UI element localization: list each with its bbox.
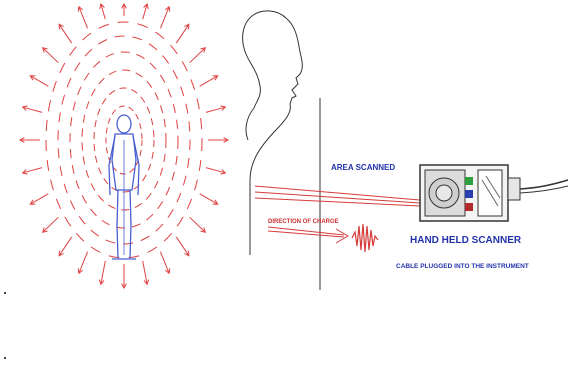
scanner-green-light [465,177,473,185]
figure-left-leg [116,189,119,259]
field-arrow [121,264,127,290]
area-scanned-label: AREA SCANNED [331,163,395,172]
field-arrow [99,2,106,20]
figure-head [116,114,132,134]
field-ring [45,21,203,259]
signal-waveform [351,223,379,253]
scanner-cable [519,179,569,190]
figure-right-leg [129,189,132,259]
field-arrow [205,105,227,113]
field-arrow [199,75,219,87]
scanner-cable-2 [519,185,569,194]
field-arrow [121,2,127,16]
field-arrow [189,47,207,64]
field-arrows [18,2,230,290]
field-arrow [142,2,149,20]
field-arrow [21,105,43,113]
field-arrow [199,193,219,205]
field-arrow [58,23,73,44]
field-arrow [175,236,190,257]
field-arrow [98,260,106,286]
field-arrow [142,260,150,286]
scan-beams [254,185,421,207]
field-arrow [21,167,43,175]
field-arrow [159,5,171,29]
figure-right-arm [132,135,140,196]
scanner-dial-inner [435,184,453,202]
field-arrow [77,251,89,275]
scanner-grip [507,177,521,201]
scanner-red-light [465,203,473,211]
scanner-panel-lines [481,175,501,207]
field-arrow [41,216,59,233]
field-arrow [159,251,171,275]
figure-left-arm [108,135,116,196]
profile-silhouette [242,10,303,255]
stray-dot-1 [4,292,6,294]
scanner-blue-light [465,190,473,198]
hand-held-scanner-label: HAND HELD SCANNER [410,235,522,246]
hand-held-scanner [419,164,521,222]
field-arrow [205,167,227,175]
field-arrow [208,137,230,143]
field-arrow [41,47,59,64]
field-arrow [18,137,40,143]
field-arrow [189,216,207,233]
cable-plugged-label: CABLE PLUGGED INTO THE INSTRUMENT [396,263,529,270]
field-arrow [29,75,49,87]
field-arrow [58,236,73,257]
stray-dot-2 [4,357,6,359]
charge-arrow [267,226,349,244]
field-arrow [29,193,49,205]
field-arrow [175,23,190,44]
direction-of-charge-label: DIRECTION OF CHARGE [268,219,339,225]
human-figure [108,114,140,260]
field-arrow [77,5,89,29]
figure-torso [111,133,137,191]
